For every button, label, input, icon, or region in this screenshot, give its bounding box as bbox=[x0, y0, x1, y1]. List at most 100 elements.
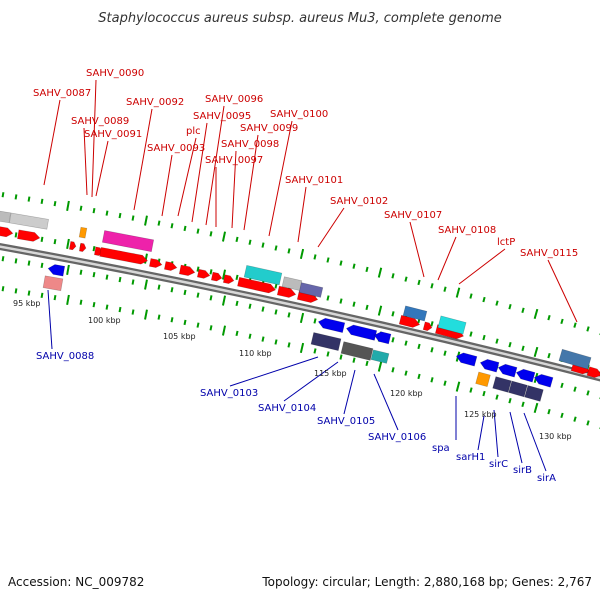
tick-mark bbox=[196, 266, 200, 272]
forward-gene-arrow-group bbox=[0, 225, 14, 238]
tick-mark bbox=[209, 231, 213, 237]
tick-mark bbox=[586, 390, 590, 396]
tick-mark bbox=[287, 342, 291, 348]
tick-mark bbox=[586, 326, 590, 332]
tick-mark bbox=[274, 245, 278, 251]
forward-gene-arrow bbox=[237, 276, 277, 294]
tick-mark bbox=[326, 295, 330, 301]
forward-gene-arrow-group bbox=[237, 276, 277, 294]
gene-label-sarh1[interactable]: sarH1 bbox=[456, 452, 485, 463]
gene-box-gray-group bbox=[0, 209, 12, 224]
gene-box-orange-group bbox=[475, 371, 491, 388]
gene-label-plc[interactable]: plc bbox=[186, 126, 201, 137]
tick-mark bbox=[533, 346, 539, 358]
tick-mark bbox=[40, 292, 44, 298]
gene-label-sahv-0115[interactable]: SAHV_0115 bbox=[520, 248, 578, 259]
scale-label-115: 115 kbp bbox=[314, 369, 347, 378]
forward-gene-arrow-group bbox=[276, 285, 297, 298]
tick-mark bbox=[92, 208, 96, 214]
gene-label-sahv-0089[interactable]: SAHV_0089 bbox=[71, 116, 129, 127]
bottom-leader-line bbox=[47, 289, 53, 350]
gene-label-sahv-0090[interactable]: SAHV_0090 bbox=[86, 68, 144, 79]
top-leader-line bbox=[177, 137, 197, 217]
tick-mark bbox=[417, 343, 421, 350]
gene-label-sahv-0104[interactable]: SAHV_0104 bbox=[258, 403, 316, 414]
gene-label-sahv-0092[interactable]: SAHV_0092 bbox=[126, 97, 184, 108]
scale-label-105: 105 kbp bbox=[163, 332, 196, 341]
tick-mark bbox=[170, 287, 174, 293]
bottom-leader-line bbox=[373, 373, 399, 431]
tick-mark bbox=[261, 242, 265, 248]
tick-mark bbox=[430, 377, 434, 383]
gene-label-sahv-0087[interactable]: SAHV_0087 bbox=[33, 88, 91, 99]
gene-label-sahv-0101[interactable]: SAHV_0101 bbox=[285, 175, 343, 186]
tick-mark bbox=[482, 296, 486, 303]
gene-label-sahv-0107[interactable]: SAHV_0107 bbox=[384, 210, 442, 221]
tick-mark bbox=[560, 318, 564, 325]
tick-mark bbox=[443, 380, 447, 386]
tick-mark bbox=[1, 286, 5, 292]
gene-label-sahv-0088[interactable]: SAHV_0088 bbox=[36, 351, 94, 362]
gene-label-sirb[interactable]: sirB bbox=[513, 465, 532, 476]
gene-label-sahv-0095[interactable]: SAHV_0095 bbox=[193, 111, 251, 122]
gene-label-sahv-0096[interactable]: SAHV_0096 bbox=[205, 94, 263, 105]
gene-label-sahv-0099[interactable]: SAHV_0099 bbox=[240, 123, 298, 134]
tick-mark bbox=[53, 200, 57, 207]
tick-mark bbox=[391, 273, 395, 279]
tick-mark bbox=[573, 416, 577, 422]
gene-label-sahv-0091[interactable]: SAHV_0091 bbox=[84, 129, 142, 140]
tick-mark bbox=[40, 198, 44, 204]
gene-label-sahv-0105[interactable]: SAHV_0105 bbox=[317, 416, 375, 427]
tick-mark bbox=[66, 238, 70, 250]
tick-mark bbox=[66, 264, 70, 276]
gene-label-sahv-0103[interactable]: SAHV_0103 bbox=[200, 388, 258, 399]
gene-label-sahv-0093[interactable]: SAHV_0093 bbox=[147, 143, 205, 154]
tick-mark bbox=[27, 260, 31, 266]
gene-box-gray bbox=[9, 212, 49, 230]
tick-mark bbox=[313, 318, 317, 324]
gene-label-sahv-0102[interactable]: SAHV_0102 bbox=[330, 196, 388, 207]
bottom-leader-line bbox=[509, 411, 523, 464]
gene-label-sira[interactable]: sirA bbox=[537, 473, 556, 484]
gene-box-slate bbox=[298, 282, 324, 298]
forward-gene-arrow-group bbox=[17, 229, 41, 242]
gene-box-pink-group bbox=[42, 275, 64, 292]
bottom-leader-line bbox=[283, 361, 339, 402]
gene-label-spa[interactable]: spa bbox=[432, 443, 450, 454]
tick-mark bbox=[131, 309, 135, 315]
top-leader-line bbox=[243, 134, 259, 231]
tick-mark bbox=[430, 321, 434, 327]
tick-mark bbox=[144, 215, 148, 226]
gene-label-sahv-0098[interactable]: SAHV_0098 bbox=[221, 139, 279, 150]
gene-label-sirc[interactable]: sirC bbox=[489, 459, 508, 470]
top-leader-line bbox=[133, 108, 153, 211]
bottom-leader-line bbox=[229, 356, 319, 387]
tick-mark bbox=[547, 408, 551, 415]
forward-gene-arrow-group bbox=[148, 258, 163, 268]
tick-mark bbox=[92, 272, 96, 278]
tick-mark bbox=[209, 295, 213, 301]
gene-label-sahv-0106[interactable]: SAHV_0106 bbox=[368, 432, 426, 443]
tick-mark bbox=[118, 306, 122, 313]
reverse-gene-arrow-group bbox=[497, 363, 518, 378]
gene-box-gray bbox=[0, 209, 12, 224]
gene-label-lctp[interactable]: lctP bbox=[497, 237, 515, 248]
tick-mark bbox=[547, 314, 551, 321]
reverse-gene-arrow-group bbox=[479, 359, 500, 373]
forward-gene-arrow-group bbox=[422, 321, 433, 332]
tick-mark bbox=[352, 263, 356, 269]
forward-gene-arrow-group bbox=[178, 264, 196, 276]
gene-label-sahv-0100[interactable]: SAHV_0100 bbox=[270, 109, 328, 120]
scale-label-95: 95 kbp bbox=[13, 299, 41, 308]
top-leader-line bbox=[43, 99, 61, 186]
forward-gene-arrow-group bbox=[99, 247, 149, 265]
tick-mark bbox=[27, 290, 31, 296]
top-leader-line bbox=[161, 154, 173, 217]
gene-label-sahv-0097[interactable]: SAHV_0097 bbox=[205, 155, 263, 166]
tick-mark bbox=[105, 274, 109, 280]
tick-mark bbox=[573, 386, 577, 392]
gene-label-sahv-0108[interactable]: SAHV_0108 bbox=[438, 225, 496, 236]
tick-mark bbox=[299, 342, 305, 354]
